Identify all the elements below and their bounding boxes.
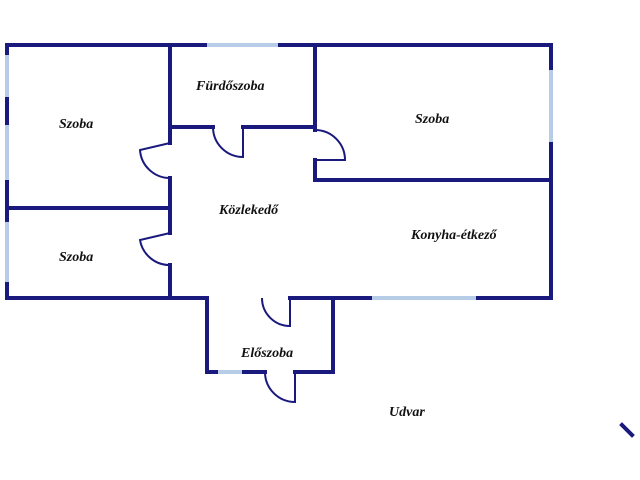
inner-walls (5, 43, 553, 300)
doors (138, 126, 347, 404)
door-furdoszoba (212, 126, 244, 159)
label-szoba-right: Szoba (415, 112, 449, 127)
label-kozlekedo: Közlekedő (218, 203, 279, 218)
label-udvar: Udvar (389, 405, 425, 420)
label-szoba-left-bottom: Szoba (59, 250, 93, 265)
door-szoba-bottom (138, 232, 171, 267)
corner-mark (619, 422, 635, 438)
label-szoba-left-top: Szoba (59, 117, 93, 132)
label-konyha: Konyha-étkező (410, 228, 498, 243)
windows (5, 43, 553, 374)
door-szoba-right (314, 129, 347, 161)
door-szoba-top (138, 142, 171, 180)
room-labels: Szoba Fürdőszoba Szoba Közlekedő Konyha-… (59, 79, 498, 420)
door-front (264, 371, 296, 404)
label-furdoszoba: Fürdőszoba (195, 79, 264, 94)
label-eloszoba: Előszoba (240, 346, 293, 361)
door-eloszoba-inner (261, 297, 291, 328)
